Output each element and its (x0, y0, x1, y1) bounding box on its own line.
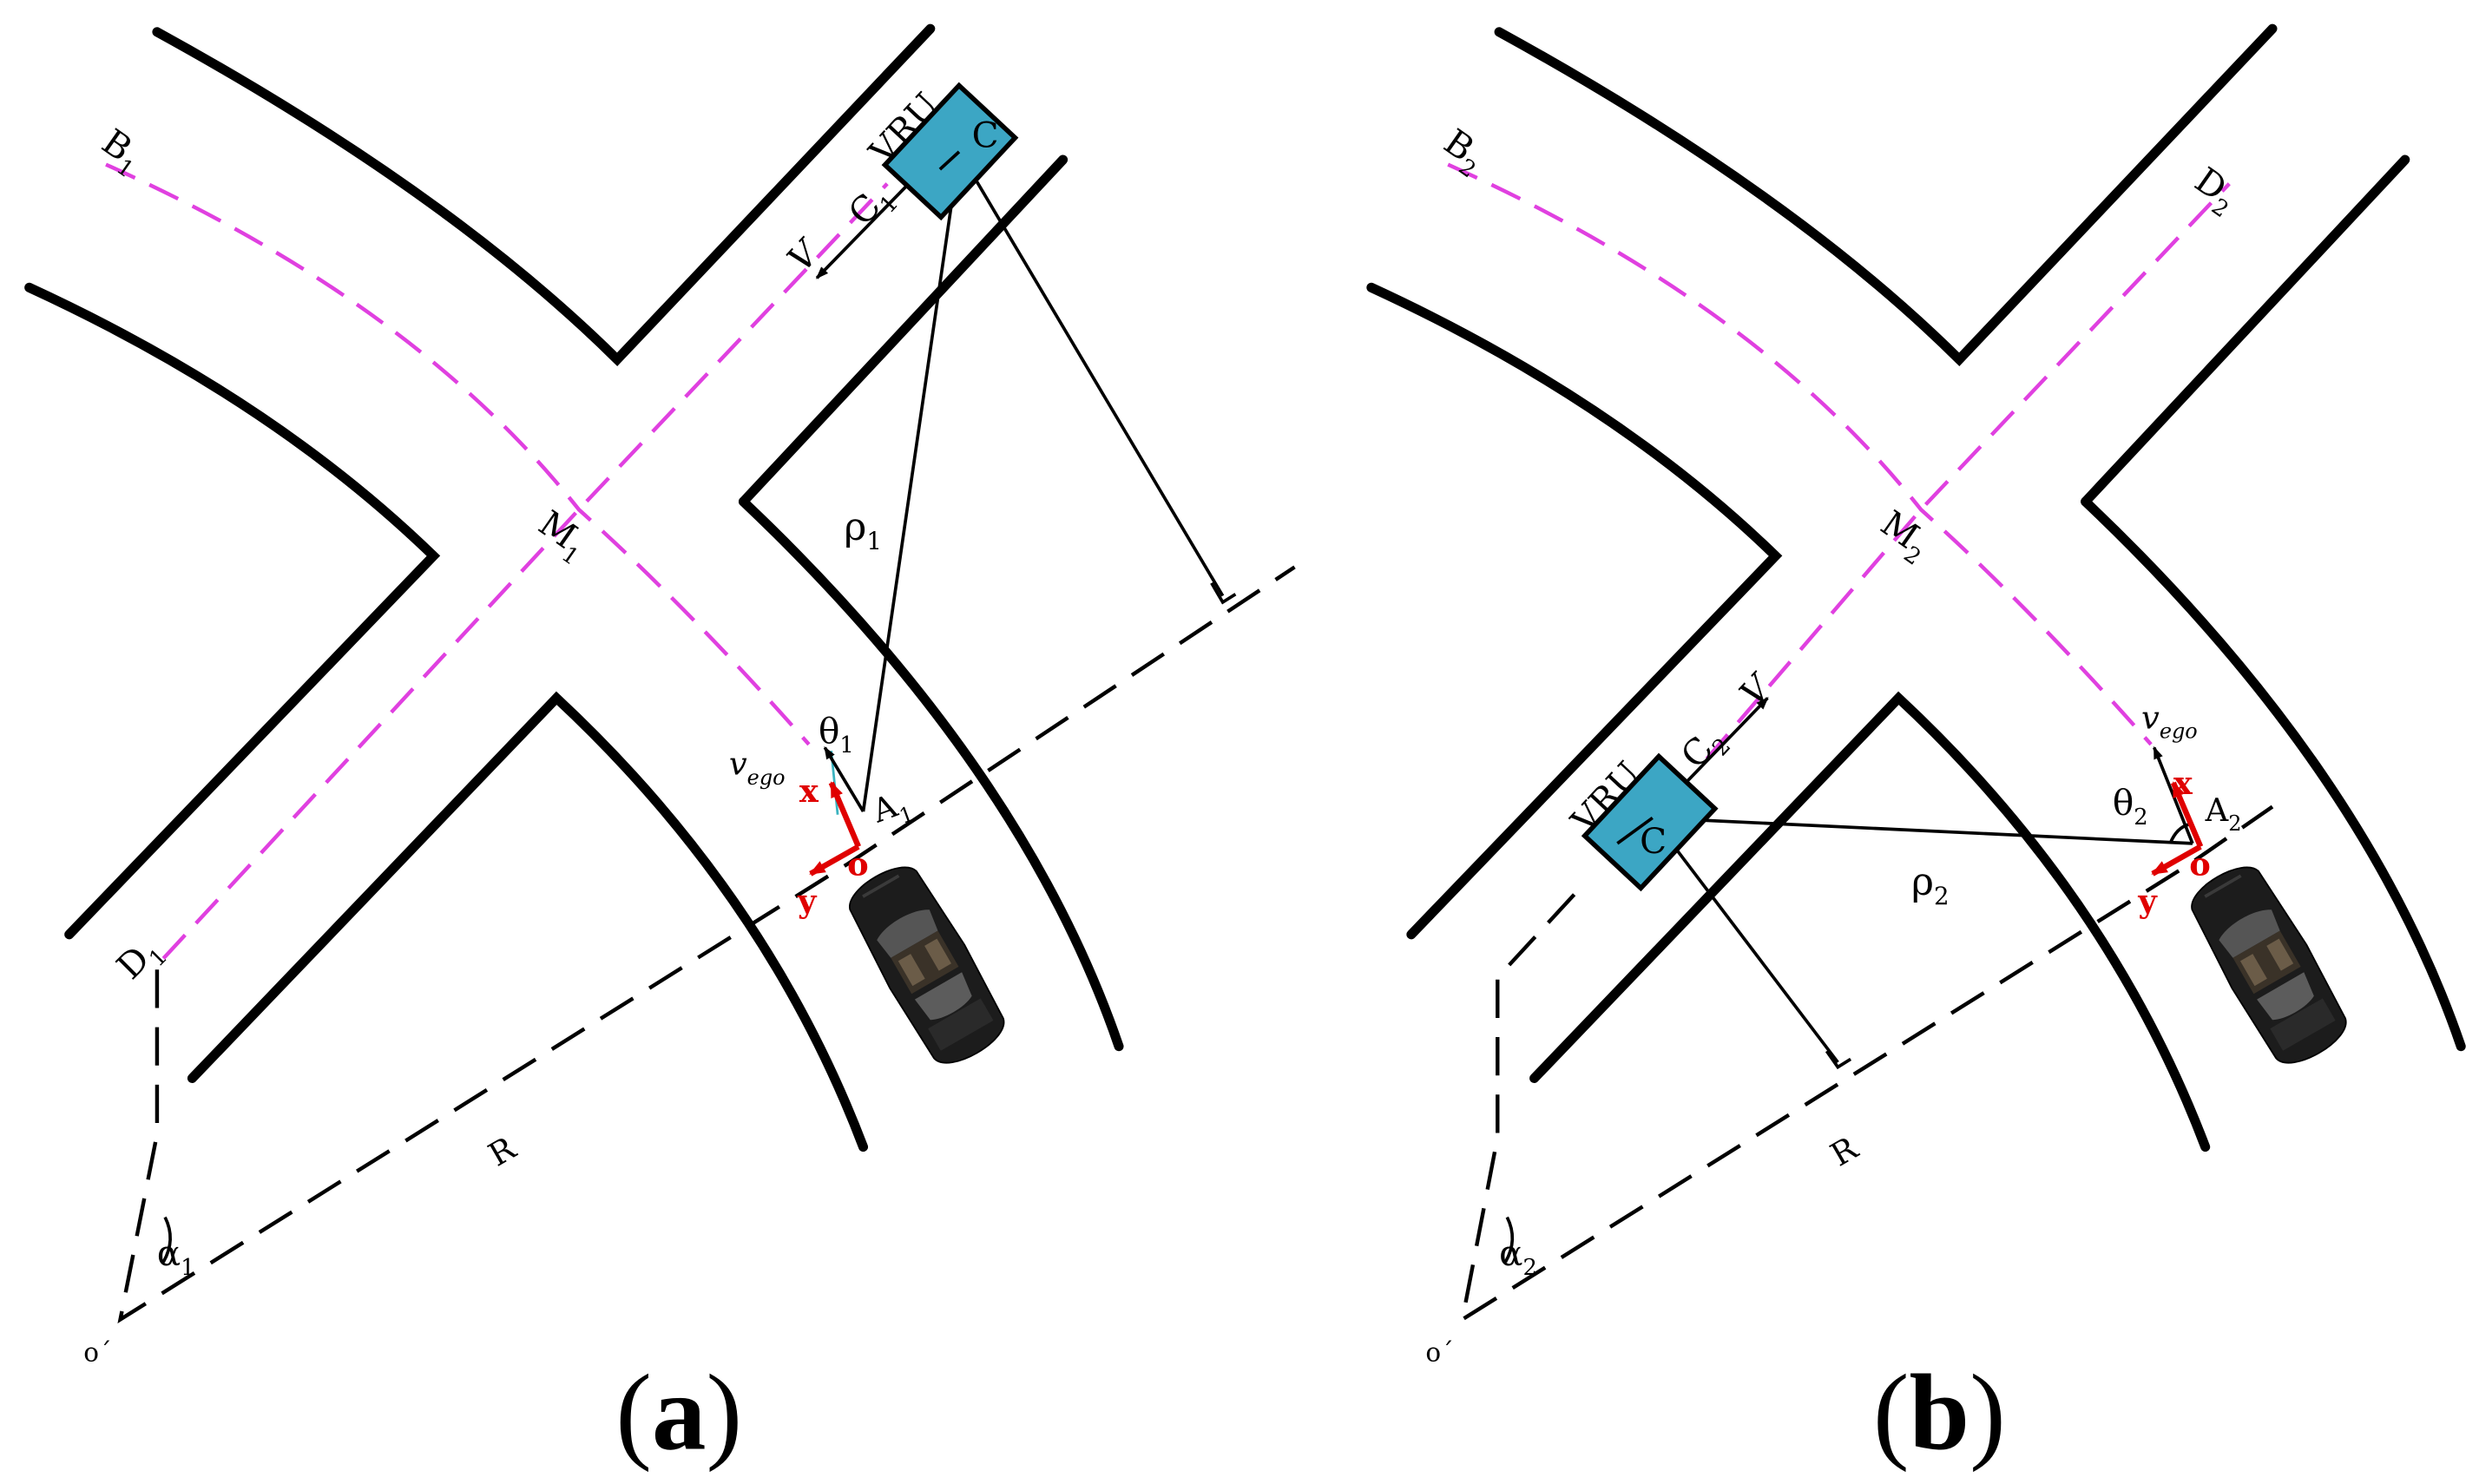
car (836, 853, 1016, 1076)
center-label: o´ (1425, 1337, 1453, 1367)
radius-label: R (1825, 1129, 1865, 1174)
x-axis-label: x (2173, 764, 2193, 802)
point-b-label: B1 (90, 121, 151, 183)
theta-label: θ2 (2113, 782, 2148, 831)
radius-label: R (482, 1129, 523, 1174)
lane-centerlines (1447, 162, 2231, 760)
construction-lines (117, 150, 1296, 1323)
caption-a: (a) (615, 1353, 742, 1474)
point-a-label: A2 (2205, 791, 2242, 836)
rho-label: ρ1 (844, 505, 882, 555)
vru-box: C VRU (860, 82, 1019, 221)
rho-label: ρ2 (1911, 860, 1950, 910)
point-c-label: C1 (840, 175, 904, 239)
vru-center-label: C (1640, 820, 1667, 862)
point-m-label: M1 (527, 502, 596, 571)
labels: B1 M1 D1 C1 V ρ1 θ1 vego x y o A1 R α1 o… (83, 121, 917, 1474)
alpha-label: α2 (1499, 1232, 1537, 1281)
vego-label: vego (2141, 699, 2198, 743)
road-edges (24, 23, 1124, 1152)
panel-b: C VRU B2 M2 D2 C2 V ρ2 θ2 vego x y o A2 … (1366, 23, 2466, 1474)
point-d-label: D2 (2184, 159, 2246, 223)
velocity-label: V (1732, 665, 1782, 714)
car (2178, 853, 2358, 1076)
y-axis-label: y (2137, 882, 2158, 920)
origin-label: o (847, 845, 869, 883)
local-axes (809, 781, 861, 877)
point-a-label: A1 (867, 783, 917, 837)
construction-lines (1459, 697, 2274, 1323)
vego-label: vego (729, 745, 786, 790)
caption-b: (b) (1873, 1353, 2006, 1474)
road-edges (1366, 23, 2466, 1152)
x-axis-label: x (799, 772, 819, 810)
point-d-label: D1 (108, 928, 173, 992)
center-label: o´ (83, 1337, 111, 1367)
alpha-label: α1 (157, 1232, 195, 1281)
panel-a: C VRU B1 M1 D1 C1 V ρ1 θ1 vego x y o A1 … (24, 23, 1296, 1474)
vru-center-label: C (972, 114, 999, 155)
origin-label: o (2189, 845, 2211, 883)
point-b-label: B2 (1432, 121, 1493, 183)
local-axes (2151, 781, 2204, 877)
lane-centerlines (105, 162, 889, 960)
point-c-label: C2 (1673, 718, 1736, 781)
y-axis-label: y (797, 882, 818, 920)
theta-label: θ1 (819, 710, 854, 758)
point-m-label: M2 (1870, 502, 1939, 571)
